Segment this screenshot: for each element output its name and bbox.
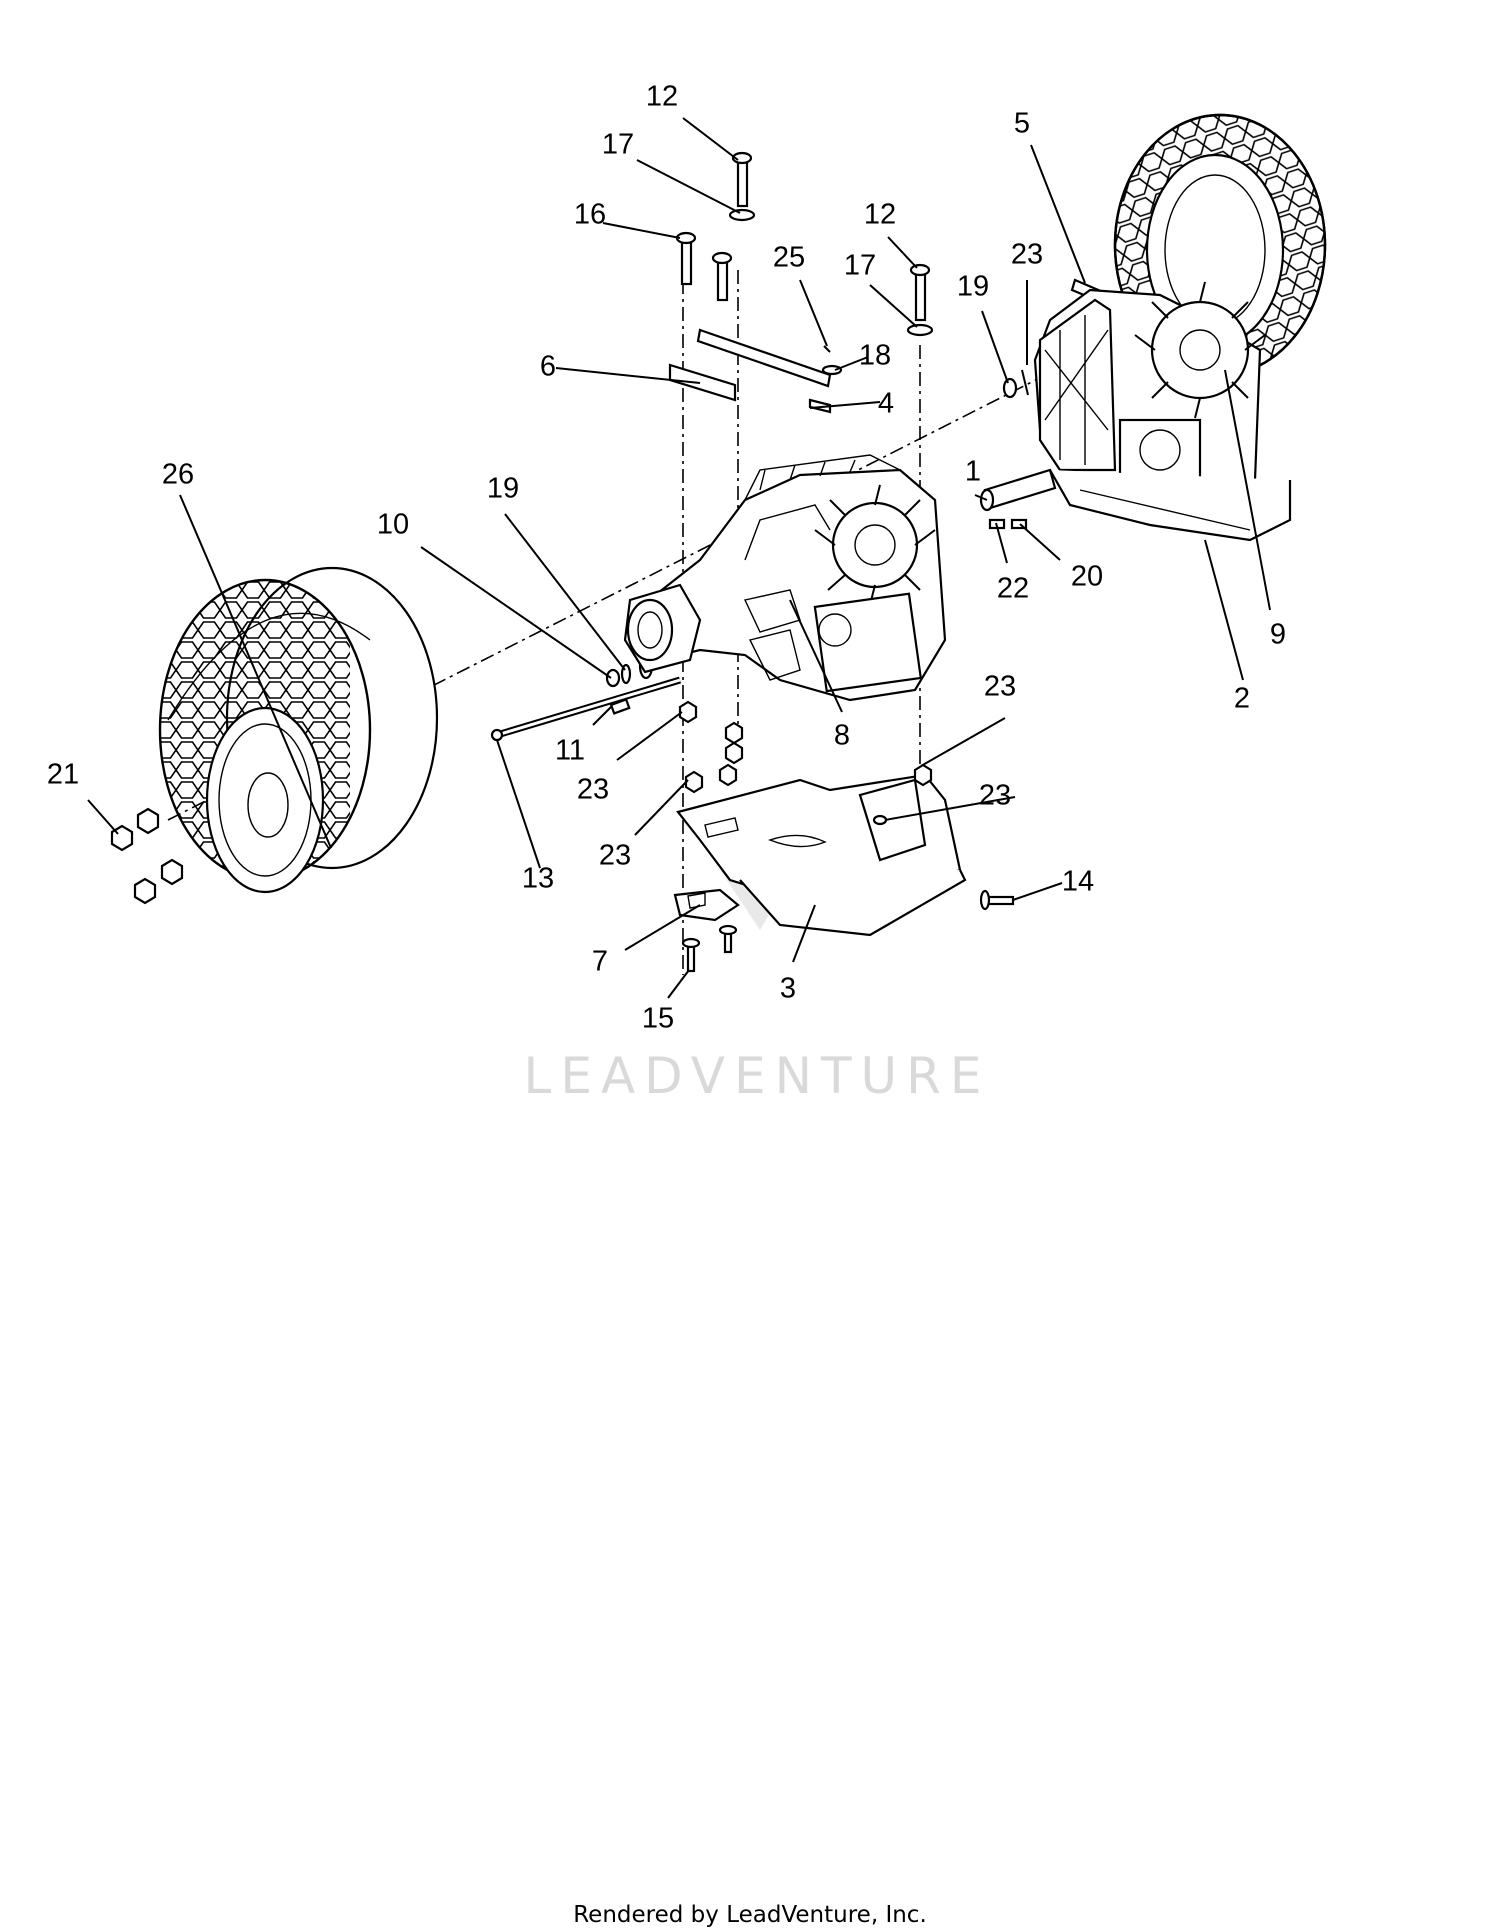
mounting-bracket xyxy=(673,888,1015,973)
axle-rod xyxy=(490,676,682,742)
callout-9: 9 xyxy=(1270,619,1286,651)
callout-17-left: 17 xyxy=(602,129,634,161)
callout-5: 5 xyxy=(1014,108,1030,140)
callout-8: 8 xyxy=(834,720,850,752)
callout-15: 15 xyxy=(642,1003,674,1035)
callout-labels: 12 17 16 25 12 17 18 6 4 5 23 19 1 26 19… xyxy=(47,81,1286,1035)
callout-19-left: 19 xyxy=(487,473,519,505)
callout-3: 3 xyxy=(780,973,796,1005)
callout-2: 2 xyxy=(1234,683,1250,715)
callout-7: 7 xyxy=(592,946,608,978)
callout-22: 22 xyxy=(997,573,1029,605)
callout-17-right: 17 xyxy=(844,250,876,282)
callout-16: 16 xyxy=(574,199,606,231)
callout-25: 25 xyxy=(773,242,805,274)
left-wheel-tire xyxy=(158,566,439,894)
callout-19-right: 19 xyxy=(957,271,989,303)
footer-credit: Rendered by LeadVenture, Inc. xyxy=(573,1902,927,1928)
callout-23-bottom-left: 23 xyxy=(599,840,631,872)
callout-18: 18 xyxy=(859,340,891,372)
callout-23-top: 23 xyxy=(1011,239,1043,271)
lug-nuts xyxy=(110,807,184,905)
callout-13: 13 xyxy=(522,863,554,895)
callout-leaders xyxy=(87,117,1271,999)
callout-26: 26 xyxy=(162,459,194,491)
bottom-plate xyxy=(676,773,967,937)
callout-20: 20 xyxy=(1071,561,1103,593)
callout-4: 4 xyxy=(878,388,894,420)
callout-21: 21 xyxy=(47,759,79,791)
callout-12-right: 12 xyxy=(864,199,896,231)
callout-23-mid-right: 23 xyxy=(984,671,1016,703)
callout-14: 14 xyxy=(1062,866,1094,898)
hex-nuts xyxy=(678,700,933,794)
callout-23-bottom-right: 23 xyxy=(979,780,1011,812)
upper-brackets xyxy=(668,151,934,414)
callout-6: 6 xyxy=(540,351,556,383)
callout-1: 1 xyxy=(965,456,981,488)
callout-23-mid-left: 23 xyxy=(577,774,609,806)
watermark-text: LEADVENTURE xyxy=(524,1047,991,1105)
callout-11: 11 xyxy=(555,735,585,767)
left-transaxle xyxy=(623,454,947,702)
callout-12-top: 12 xyxy=(646,81,678,113)
callout-10: 10 xyxy=(377,509,409,541)
right-transaxle xyxy=(1033,281,1292,542)
